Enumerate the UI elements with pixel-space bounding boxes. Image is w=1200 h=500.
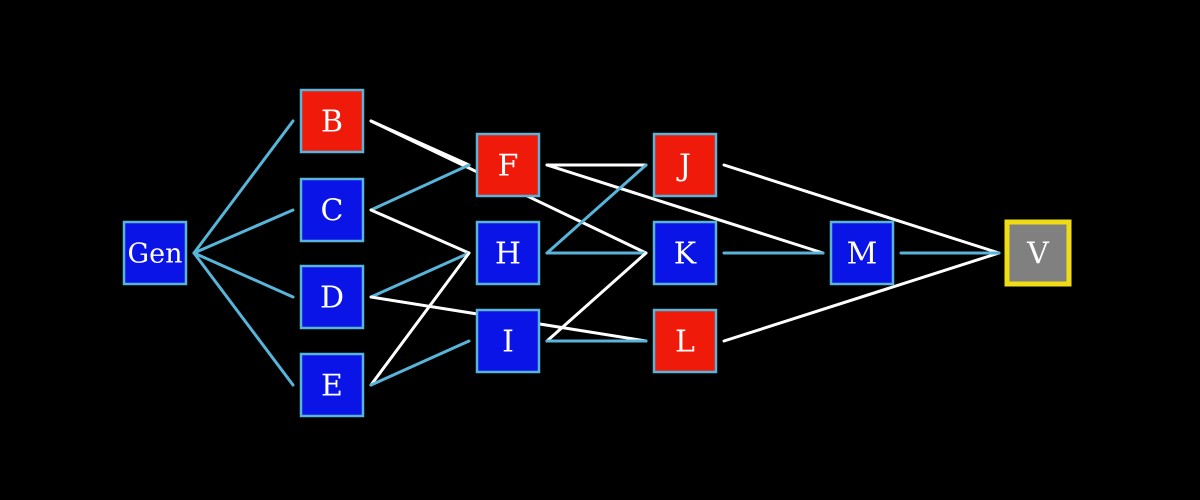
node-c-label: C (321, 194, 344, 229)
edge-j-v (722, 163, 1001, 255)
node-c: C (299, 177, 365, 243)
edge-gen-c (192, 208, 295, 255)
edge-gen-d (192, 251, 295, 299)
node-j-box (652, 132, 718, 198)
node-gen: Gen (122, 220, 188, 286)
node-h-label: H (495, 237, 521, 272)
node-e-label: E (321, 369, 343, 404)
node-i-label: I (502, 325, 514, 360)
edge-c-h (369, 208, 471, 255)
node-b-label: B (321, 105, 343, 140)
node-m: M (829, 220, 895, 286)
node-v-box (1004, 219, 1072, 287)
edge-c-f (369, 163, 471, 212)
node-f-label: F (498, 149, 519, 184)
node-f: F (475, 132, 541, 198)
node-e: E (299, 352, 365, 418)
edge-i-k (545, 251, 648, 343)
node-k: K (652, 220, 718, 286)
nodes-layer: Gen B C D E F H I J K L M V (122, 88, 1072, 418)
node-b: B (299, 88, 365, 154)
edge-f-m (545, 163, 825, 255)
node-d: D (299, 264, 365, 330)
edge-e-i (369, 339, 471, 387)
node-gen-label: Gen (128, 239, 183, 270)
node-h-box (475, 220, 541, 286)
edge-h-j (545, 163, 648, 255)
node-m-label: M (847, 237, 878, 272)
edge-gen-b (192, 119, 295, 255)
node-gen-box (122, 220, 188, 286)
node-v-label: V (1026, 237, 1050, 272)
node-k-box (652, 220, 718, 286)
node-j: J (652, 132, 718, 198)
edge-d-h (369, 251, 471, 299)
node-l-box (652, 308, 718, 374)
node-j-label: J (676, 149, 691, 184)
node-d-label: D (320, 281, 344, 316)
node-c-box (299, 177, 365, 243)
node-d-box (299, 264, 365, 330)
node-h: H (475, 220, 541, 286)
node-k-label: K (674, 237, 697, 272)
node-m-box (829, 220, 895, 286)
node-i-box (475, 308, 541, 374)
node-e-box (299, 352, 365, 418)
node-l-label: L (675, 325, 695, 360)
node-b-box (299, 88, 365, 154)
node-f-box (475, 132, 541, 198)
edge-gen-e (192, 251, 295, 387)
edge-l-v (722, 251, 1001, 343)
edge-e-h (369, 251, 471, 387)
node-v: V (1004, 219, 1072, 287)
node-i: I (475, 308, 541, 374)
node-l: L (652, 308, 718, 374)
